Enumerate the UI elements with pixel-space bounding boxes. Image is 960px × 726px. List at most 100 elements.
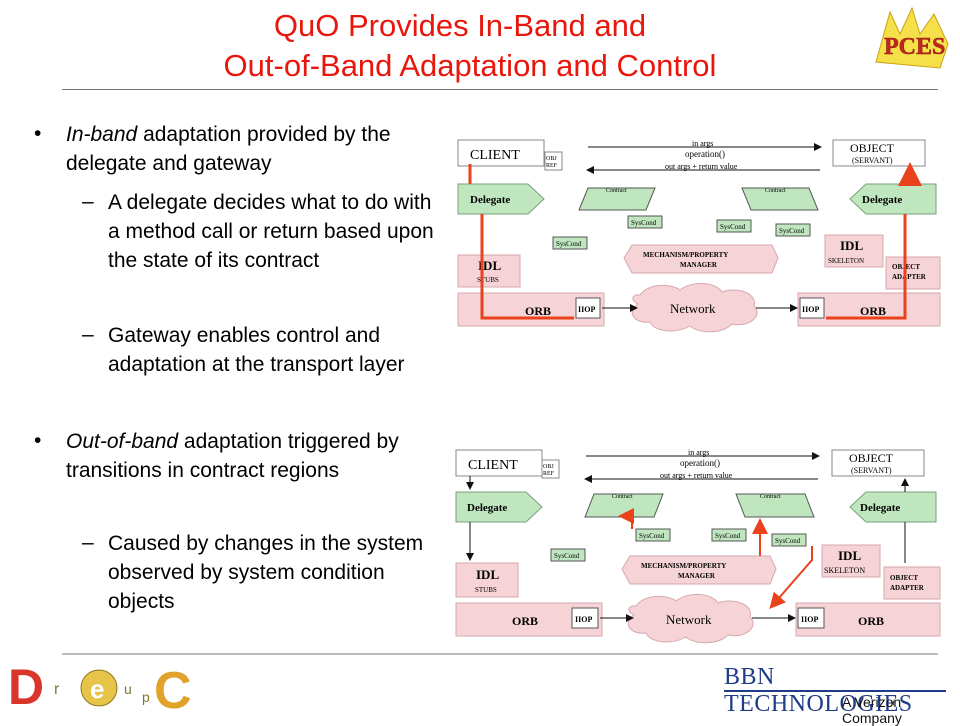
syscond-1 xyxy=(552,236,588,250)
bullet-dash: – xyxy=(82,531,94,554)
object-delegate-label: Delegate xyxy=(862,194,902,206)
group-logo-clock-icon xyxy=(80,669,118,707)
out-args-label: out args + return value xyxy=(660,471,733,480)
object-delegate xyxy=(849,183,937,215)
bbn-logo-rule xyxy=(724,690,946,692)
contract-left-label: Contract xyxy=(606,188,627,194)
network-label: Network xyxy=(670,301,716,316)
servant-label: (SERVANT) xyxy=(851,466,892,475)
client-delegate xyxy=(455,491,543,523)
in-args-label: in args xyxy=(688,448,709,457)
out-of-band-arrow-3 xyxy=(769,546,813,610)
title-line-2: Out-of-Band Adaptation and Control xyxy=(223,48,717,83)
skeleton-label: SKELETON xyxy=(824,566,865,575)
syscond-4-label: SysCond xyxy=(779,227,805,235)
syscond-2-label: SysCond xyxy=(639,532,665,540)
syscond-3 xyxy=(711,528,747,542)
object-box xyxy=(831,449,925,477)
client-delegate xyxy=(457,183,545,215)
object-adapter-label-2: ADAPTER xyxy=(892,273,927,281)
idl-stubs-label: IDL xyxy=(478,258,501,273)
bbn-logo-text: BBN TECHNOLOGIES xyxy=(724,664,913,717)
object-iiop xyxy=(799,297,825,319)
in-args-label: in args xyxy=(692,139,713,148)
object-box xyxy=(832,139,926,167)
syscond-3-label: SysCond xyxy=(715,532,741,540)
client-delegate-label: Delegate xyxy=(467,502,507,514)
syscond-4-label: SysCond xyxy=(775,537,801,545)
network-cloud xyxy=(627,594,754,644)
contract-right xyxy=(735,493,815,518)
client-delegate-label: Delegate xyxy=(470,194,510,206)
bullet-in-band-text: adaptation provided by the delegate and … xyxy=(66,123,391,175)
syscond-3 xyxy=(716,219,752,233)
client-iiop xyxy=(571,607,599,629)
out-args-label: out args + return value xyxy=(665,162,738,171)
title-rule xyxy=(62,89,938,90)
network-label: Network xyxy=(666,612,712,627)
object-label: OBJECT xyxy=(850,141,895,155)
verizon-text: A Verizon Company xyxy=(842,694,902,726)
client-label: CLIENT xyxy=(470,148,520,163)
group-logo-letter-5: p xyxy=(142,689,150,705)
object-iiop-label: IIOP xyxy=(801,615,818,624)
obj-ref-label-1: OBJ xyxy=(543,464,554,470)
idl-stubs-label: IDL xyxy=(476,567,499,582)
bullet-dash: – xyxy=(82,190,94,213)
object-adapter-label-1: OBJECT xyxy=(890,574,918,582)
object-iiop-label: IIOP xyxy=(802,305,819,314)
client-label: CLIENT xyxy=(468,458,518,473)
object-orb-label: ORB xyxy=(858,614,884,628)
bullet-delegate: A delegate decides what to do with a met… xyxy=(108,191,434,272)
syscond-1-label: SysCond xyxy=(556,240,582,248)
client-box xyxy=(457,139,545,167)
mechanism-manager xyxy=(623,244,779,274)
contract-right xyxy=(741,187,819,211)
group-logo-letter-4: u xyxy=(124,681,132,697)
pces-logo: PCES xyxy=(875,6,949,69)
stubs-label: STUBS xyxy=(475,586,497,594)
syscond-1-label: SysCond xyxy=(554,552,580,560)
syscond-4 xyxy=(771,533,807,547)
diagram-out-of-band: CLIENT OBJ REF OBJECT (SERVANT) in args … xyxy=(455,448,941,644)
obj-ref-box xyxy=(541,459,560,479)
client-iiop-label: IIOP xyxy=(578,305,595,314)
client-box xyxy=(455,449,543,477)
flow-in-band-left xyxy=(480,214,574,320)
object-iiop xyxy=(797,607,825,629)
group-logo-letter-6: C xyxy=(154,662,192,714)
obj-ref-label-2: REF xyxy=(543,471,555,477)
client-orb-label: ORB xyxy=(525,304,551,318)
idl-skeleton xyxy=(821,544,881,578)
object-adapter xyxy=(883,566,941,600)
bullet-out-of-band-em: Out-of-band xyxy=(66,430,179,453)
mechanism-manager xyxy=(621,555,777,585)
syscond-2 xyxy=(627,215,663,229)
object-adapter xyxy=(885,256,941,290)
mechanism-label-1: MECHANISM/PROPERTY xyxy=(643,251,728,259)
stubs-label: STUBS xyxy=(477,276,499,284)
pces-logo-text: PCES xyxy=(884,34,945,60)
syscond-3-label: SysCond xyxy=(720,223,746,231)
out-of-band-arrow-1 xyxy=(618,508,634,529)
obj-ref-label-2: REF xyxy=(546,163,558,169)
object-label: OBJECT xyxy=(849,451,894,465)
bullet-syscond: Caused by changes in the system observed… xyxy=(108,532,424,613)
title-line-1: QuO Provides In-Band and xyxy=(273,8,647,43)
obj-ref-label-1: OBJ xyxy=(546,156,557,162)
syscond-2 xyxy=(635,528,671,542)
idl-skeleton-label: IDL xyxy=(840,238,863,253)
idl-skeleton-label: IDL xyxy=(838,548,861,563)
skeleton-label: SKELETON xyxy=(828,257,864,265)
mechanism-label-1: MECHANISM/PROPERTY xyxy=(641,562,726,570)
group-logo-letter-3: e xyxy=(90,674,104,704)
bullet-out-of-band: Out-of-band adaptation triggered by tran… xyxy=(66,427,446,485)
syscond-1 xyxy=(550,548,586,562)
mechanism-label-2: MANAGER xyxy=(678,572,716,580)
bullet-out-of-band-text: adaptation triggered by transitions in c… xyxy=(66,430,399,482)
contract-left xyxy=(584,493,664,518)
servant-label: (SERVANT) xyxy=(852,156,893,165)
bullet-in-band: In-band adaptation provided by the deleg… xyxy=(66,120,446,178)
flow-in-band-right xyxy=(826,214,907,320)
